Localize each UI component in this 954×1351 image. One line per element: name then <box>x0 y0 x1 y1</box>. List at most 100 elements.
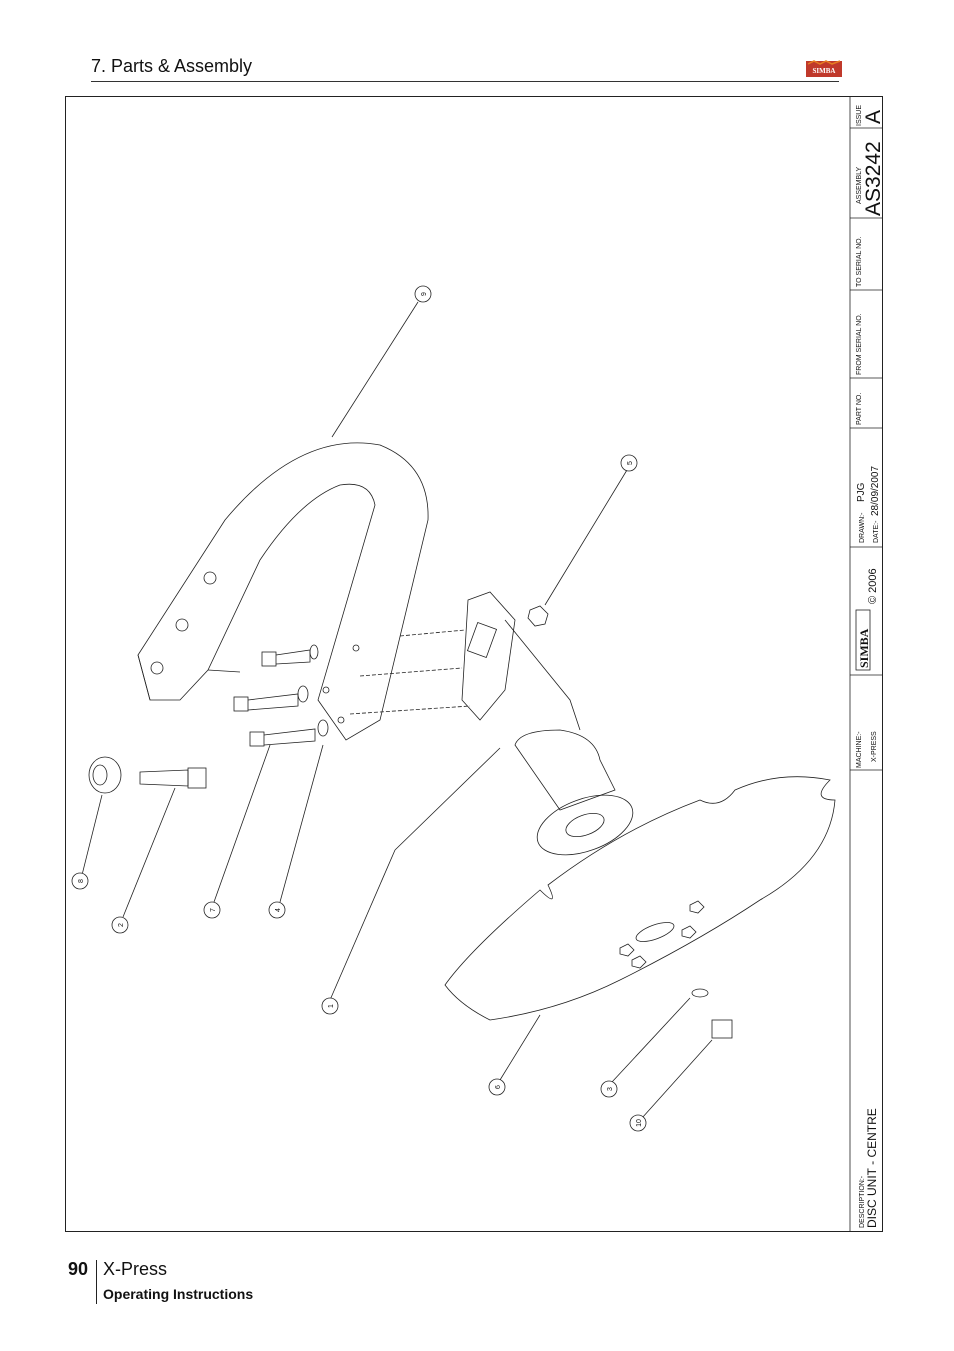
footer-divider <box>96 1260 97 1304</box>
callout-balloon-2 <box>111 916 129 934</box>
leader-line-2 <box>122 787 176 918</box>
tb-date-label: DATE:- <box>873 520 880 543</box>
bolt-head <box>233 696 249 712</box>
bolt-shank <box>275 649 311 665</box>
tb-date-value: 28/09/2007 <box>870 466 881 516</box>
tine-bracket <box>137 442 429 741</box>
leader-line-9 <box>331 301 419 438</box>
disc-nut <box>619 943 635 957</box>
disc-nut <box>689 900 705 914</box>
bolt-head <box>187 767 207 789</box>
callout-balloon-3 <box>600 1080 618 1098</box>
callout-10: 10 <box>636 1119 643 1127</box>
callout-5: 5 <box>627 461 634 465</box>
bolt-head <box>249 731 265 747</box>
disc-nut <box>631 955 647 969</box>
callout-balloon-9 <box>414 285 432 303</box>
tb-assembly-value: AS3242 <box>862 141 885 216</box>
leader-line-1 <box>394 747 501 851</box>
tb-drawn-label: DRAWN:- <box>859 512 866 543</box>
tine-hole <box>203 571 217 585</box>
simba-logo: SIMBA <box>806 60 842 77</box>
callout-balloon-8 <box>71 872 89 890</box>
tb-machine-label: MACHINE:- <box>856 731 863 768</box>
tb-assembly-label: ASSEMBLY <box>856 166 863 204</box>
leader-line-3 <box>611 997 691 1083</box>
disc-blade <box>444 776 836 1021</box>
tine-hole <box>150 661 164 675</box>
tb-machine-value: X-PRESS <box>871 731 878 762</box>
tb-to-serial-label: TO SERIAL NO. <box>856 236 863 287</box>
callout-6: 6 <box>495 1085 502 1089</box>
centre-line <box>399 629 466 637</box>
callout-1: 1 <box>328 1004 335 1008</box>
header-divider <box>91 81 839 82</box>
tb-copyright: © 2006 <box>867 568 879 604</box>
washer <box>691 988 709 998</box>
callout-4: 4 <box>275 908 282 912</box>
mounting-plate <box>461 591 516 721</box>
spacer-bush <box>88 756 122 794</box>
logo-text: SIMBA <box>813 67 836 75</box>
callout-balloon-7 <box>203 901 221 919</box>
leader-line-8 <box>81 794 103 876</box>
hub-bore <box>565 812 605 838</box>
tb-brand-box <box>855 609 871 671</box>
tb-issue-value: A <box>862 110 885 124</box>
washer <box>309 644 319 660</box>
spacer-bush-bore <box>92 764 108 786</box>
callout-balloon-4 <box>268 901 286 919</box>
hub-body <box>514 729 616 811</box>
lock-nut <box>527 605 549 627</box>
centre-line <box>359 667 463 677</box>
leader-line-4 <box>279 744 324 903</box>
disc-nut <box>681 925 697 939</box>
bolt-shank <box>139 769 189 787</box>
logo-wave <box>807 60 841 65</box>
bolt-head <box>711 1019 733 1039</box>
tb-from-serial-label: FROM SERIAL NO. <box>856 313 863 375</box>
leader-line-5 <box>544 469 628 606</box>
mount-hole <box>352 644 360 652</box>
product-name: X-Press <box>103 1259 168 1279</box>
leader-line-6 <box>499 1014 541 1081</box>
callout-3: 3 <box>607 1087 614 1091</box>
tine-hole <box>175 618 189 632</box>
mount-hole <box>322 686 330 694</box>
document-subtitle: Operating Instructions <box>103 1286 254 1302</box>
logo-background <box>806 61 842 77</box>
plate-slot <box>466 621 498 659</box>
hub-flange <box>536 794 634 856</box>
leader-line-1 <box>329 849 396 1001</box>
tb-part-no-label: PART NO. <box>856 393 863 425</box>
leader-line-7 <box>213 744 271 903</box>
callout-9: 9 <box>421 292 428 296</box>
callout-balloon-5 <box>620 454 638 472</box>
callout-balloon-10 <box>629 1114 647 1132</box>
washer <box>297 685 309 703</box>
tb-issue-label: ISSUE <box>856 105 863 126</box>
disc-centre <box>635 922 675 942</box>
mount-hole <box>337 716 345 724</box>
section-title: 7. Parts & Assembly <box>91 56 253 76</box>
callout-balloon-6 <box>488 1078 506 1096</box>
page-number: 90 <box>68 1259 89 1279</box>
washer <box>317 719 329 737</box>
callout-balloon-1 <box>321 997 339 1015</box>
callout-8: 8 <box>78 879 85 883</box>
leader-line-10 <box>641 1039 713 1119</box>
tb-brand: SIMBA <box>857 628 871 668</box>
hub-arm <box>504 619 581 731</box>
tb-description-value: DISC UNIT - CENTRE <box>865 1108 879 1228</box>
tine-bracket-edge <box>137 654 241 701</box>
callout-7: 7 <box>210 908 217 912</box>
bolt-shank <box>263 728 316 746</box>
callout-2: 2 <box>118 923 125 927</box>
bolt-head <box>261 651 277 667</box>
tb-description-label: DESCRIPTION:- <box>859 1175 866 1228</box>
bolt-shank <box>247 693 299 711</box>
centre-line <box>349 705 471 715</box>
drawing-frame <box>65 96 883 1232</box>
tb-drawn-value: PJG <box>856 482 867 502</box>
